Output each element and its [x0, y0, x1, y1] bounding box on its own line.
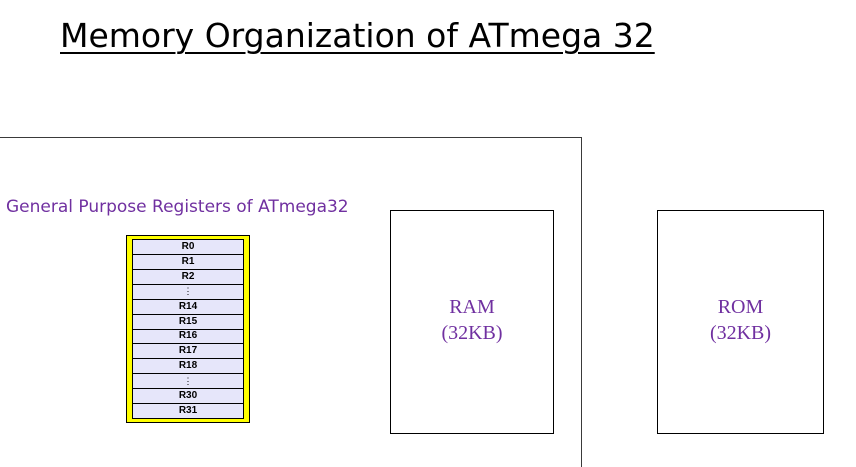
- register-cell-r30: R30: [132, 388, 244, 405]
- register-cell-r16: R16: [132, 328, 244, 345]
- register-cell-r31: R31: [132, 403, 244, 420]
- registers-caption: General Purpose Registers of ATmega32: [6, 197, 349, 217]
- rom-size: (32KB): [709, 322, 772, 344]
- page-title: Memory Organization of ATmega 32: [60, 16, 655, 55]
- cpu-frame: [0, 137, 582, 467]
- register-cell-r15: R15: [132, 313, 244, 330]
- register-cell-ellipsis: ⋮: [132, 283, 244, 300]
- register-cell-r18: R18: [132, 358, 244, 375]
- register-cell-r2: R2: [132, 268, 244, 285]
- register-cell-r17: R17: [132, 343, 244, 360]
- rom-box: ROM (32KB): [657, 210, 824, 434]
- register-cell-r14: R14: [132, 298, 244, 315]
- register-cell-r1: R1: [132, 253, 244, 270]
- rom-label: ROM: [717, 296, 764, 318]
- ram-box: RAM (32KB): [390, 210, 554, 434]
- ram-label: RAM: [449, 296, 495, 318]
- ram-size: (32KB): [441, 322, 503, 344]
- register-file: R0 R1 R2 ⋮ R14 R15 R16 R17 R18 ⋮ R30 R31: [126, 235, 250, 423]
- register-cell-ellipsis: ⋮: [132, 373, 244, 390]
- register-cell-r0: R0: [132, 239, 244, 255]
